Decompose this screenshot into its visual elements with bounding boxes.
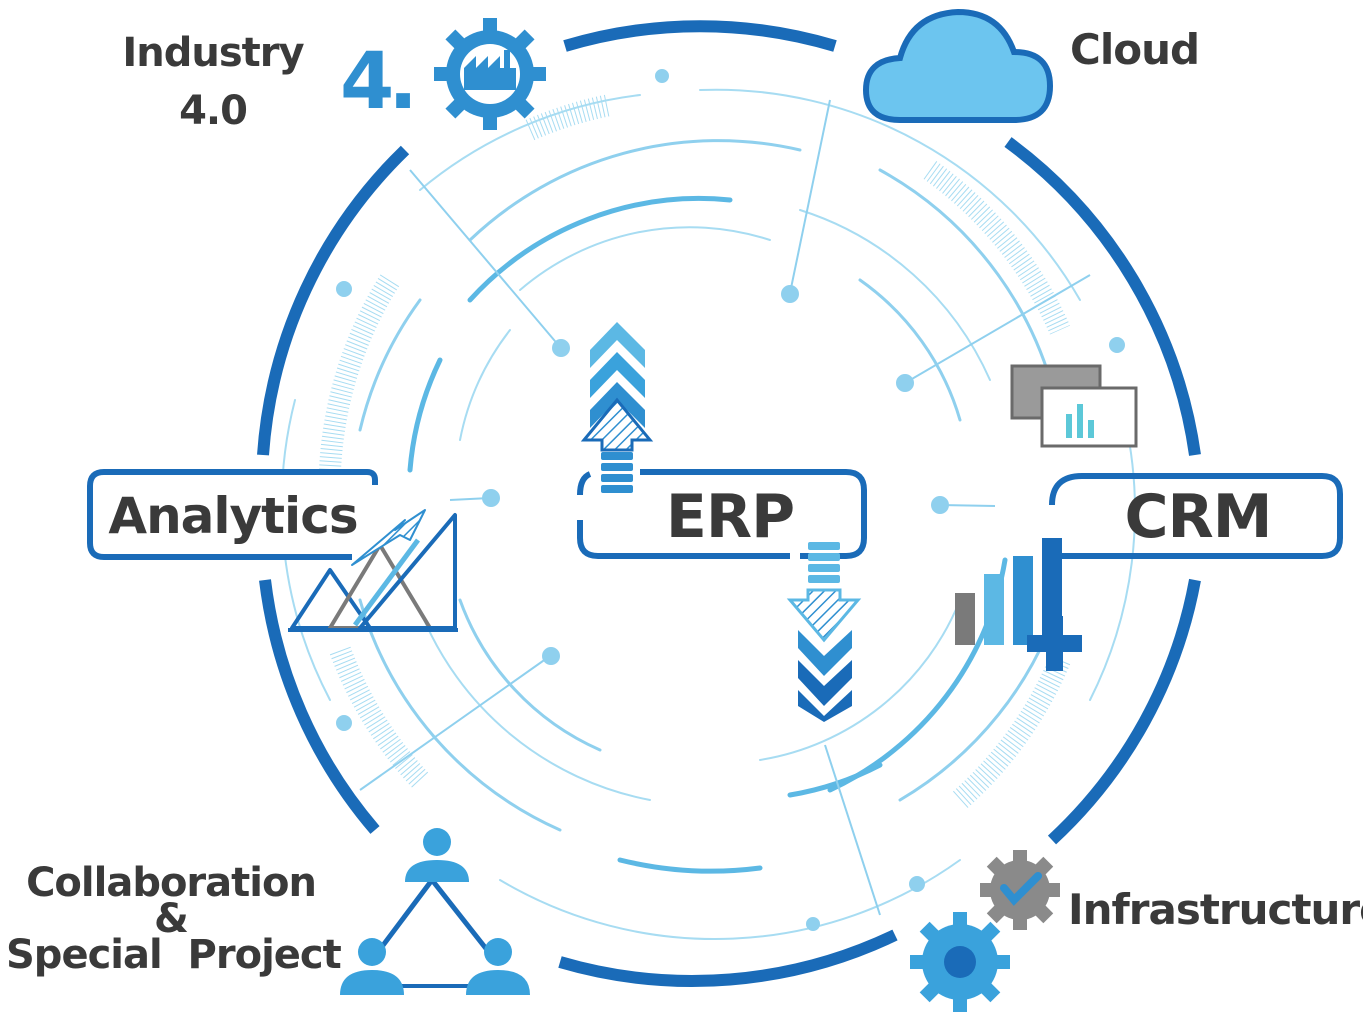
infrastructure-label: Infrastructure <box>1068 885 1363 934</box>
collaboration-network-icon <box>340 828 530 995</box>
erp-box-label: ERP <box>665 482 795 552</box>
industry-label: Industry 4.0 <box>118 24 308 140</box>
inner-rings <box>280 88 1136 940</box>
outer-ring <box>257 20 1201 987</box>
industry-label-line-1: Industry <box>122 30 304 76</box>
cloud-icon <box>862 8 1054 123</box>
erp-down-arrow-icon <box>786 542 862 722</box>
infrastructure-gear-check-icon <box>980 850 1060 930</box>
connector-lines <box>336 69 1125 931</box>
industry-badge-text: 4. <box>340 37 412 127</box>
crm-screens-icon <box>1010 364 1138 448</box>
collaboration-label: Collaboration & Special Project <box>6 860 342 978</box>
infrastructure-gear-icon <box>910 912 1010 1012</box>
erp-box <box>577 469 867 559</box>
crm-bar-chart-icon <box>955 538 1082 671</box>
collaboration-label-line-1: Collaboration <box>26 860 317 906</box>
collaboration-label-line-3: Special Project <box>6 932 342 978</box>
industry-badge-icon: 4. <box>340 18 546 130</box>
analytics-chart-icon <box>288 509 458 632</box>
analytics-box-label: Analytics <box>108 487 358 545</box>
erp-up-arrow-icon <box>580 322 654 493</box>
crm-box <box>1049 473 1343 559</box>
crm-box-label: CRM <box>1124 482 1273 552</box>
analytics-box <box>87 469 378 560</box>
cloud-label: Cloud <box>1070 25 1200 74</box>
tick-bands <box>319 94 1071 809</box>
industry-label-line-2: 4.0 <box>179 88 248 134</box>
collaboration-label-line-2: & <box>154 896 189 942</box>
